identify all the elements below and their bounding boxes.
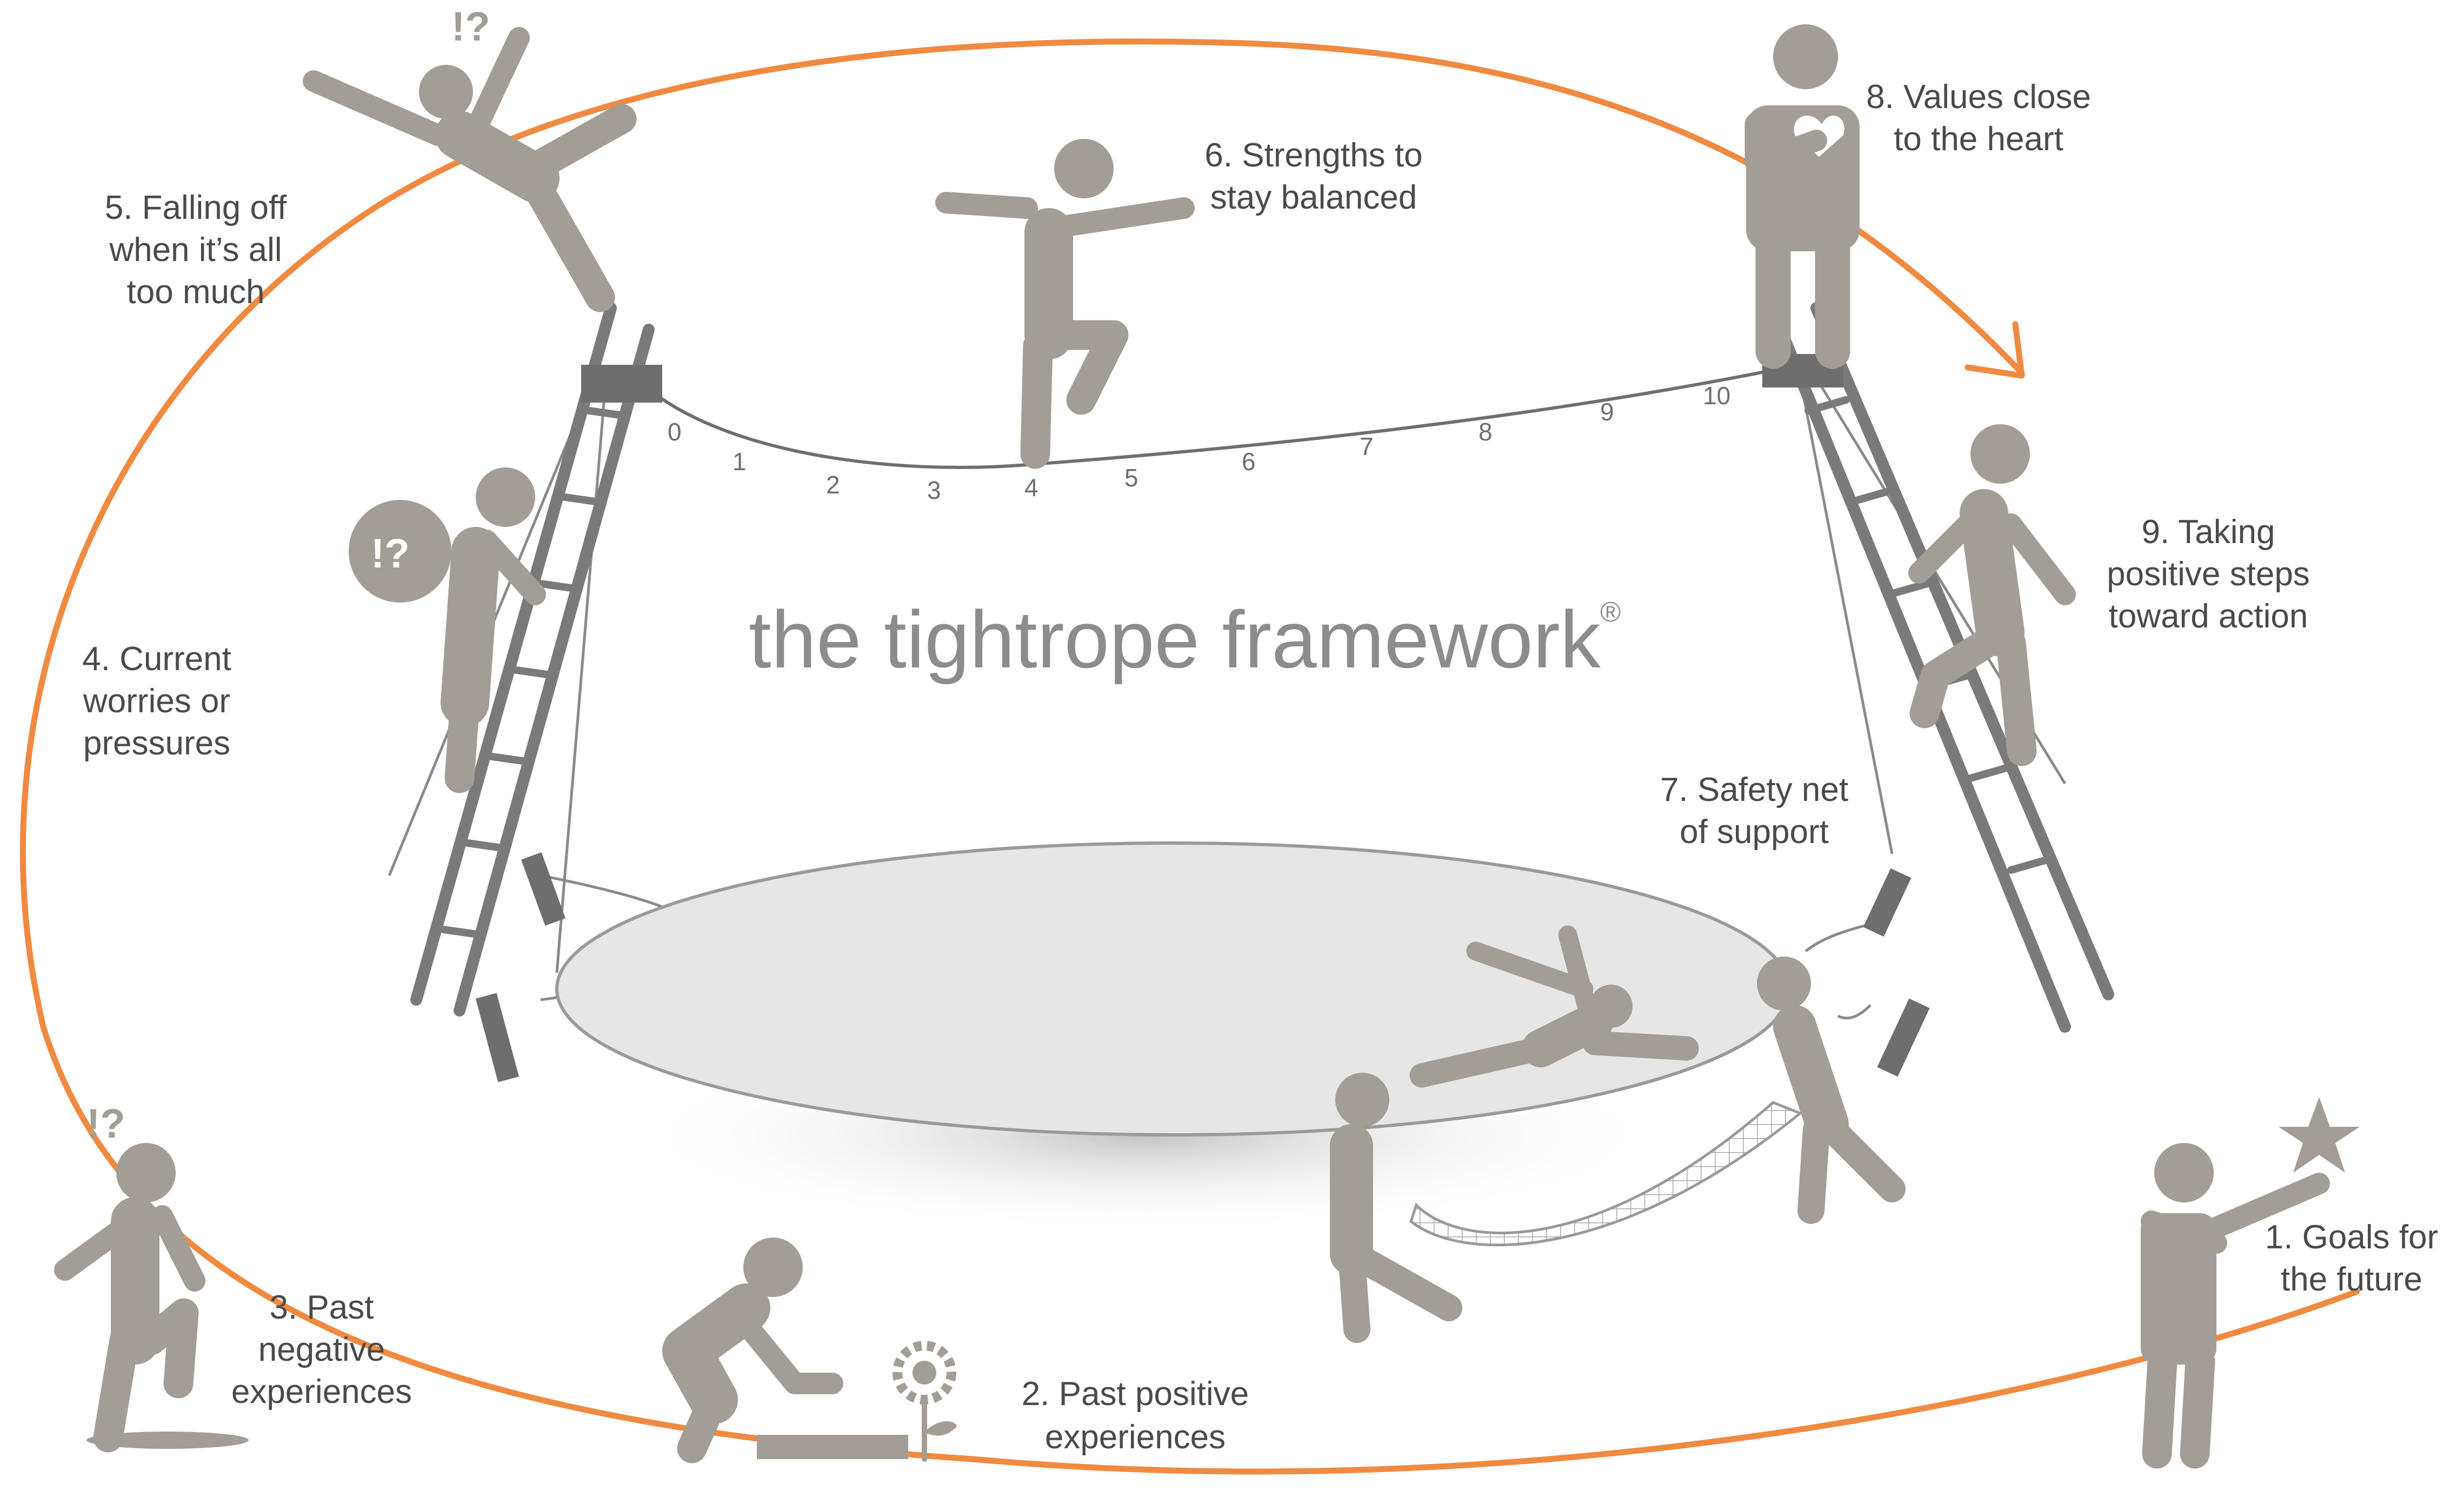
arrow-head-icon: [1964, 321, 2025, 379]
tick-7: 7: [1360, 432, 1374, 460]
cycle-arrow: [19, 38, 2360, 1475]
label-past-negative: 3. Past negative experiences: [231, 1289, 412, 1410]
falling-figure-icon: !?: [303, 4, 637, 312]
left-platform: [581, 365, 662, 403]
goals-figure-icon: [2141, 1097, 2360, 1469]
svg-text:8. Values close: 8. Values close: [1866, 78, 2091, 116]
worried-climber-icon: !?: [349, 467, 546, 793]
past-positive-figure-icon: [662, 1238, 957, 1463]
svg-text:toward action: toward action: [2109, 598, 2308, 635]
tick-9: 9: [1600, 398, 1614, 426]
svg-text:worries or: worries or: [83, 683, 230, 720]
svg-text:2. Past positive: 2. Past positive: [1022, 1375, 1249, 1413]
negative-exclaim-mark: !?: [86, 1101, 125, 1147]
label-steps: 9. Taking positive steps toward action: [2107, 513, 2310, 635]
label-falling: 5. Falling off when it’s all too much: [105, 189, 287, 311]
carried-net: [1409, 1101, 1803, 1247]
svg-text:pressures: pressures: [83, 725, 230, 762]
svg-text:stay balanced: stay balanced: [1210, 179, 1417, 216]
label-values: 8. Values close to the heart: [1866, 78, 2091, 158]
balancing-figure-icon: [935, 139, 1195, 469]
svg-text:positive steps: positive steps: [2107, 556, 2310, 593]
tick-5: 5: [1124, 464, 1138, 492]
tick-6: 6: [1242, 447, 1256, 476]
label-past-positive: 2. Past positive experiences: [1022, 1375, 1249, 1456]
registered-mark: ®: [1600, 597, 1621, 628]
svg-text:1. Goals for: 1. Goals for: [2265, 1219, 2438, 1256]
bricks-icon: [757, 1435, 908, 1459]
star-icon: [2279, 1097, 2360, 1173]
svg-text:4. Current: 4. Current: [82, 640, 231, 678]
values-figure-icon: [1744, 24, 1860, 369]
puddle-icon: [86, 1432, 249, 1449]
tightrope: [648, 369, 1774, 469]
svg-text:the future: the future: [2281, 1261, 2422, 1298]
backpack-mark: !?: [371, 531, 410, 577]
climbing-figure-icon: [1908, 424, 2076, 766]
svg-text:of support: of support: [1680, 813, 1829, 851]
tick-1: 1: [732, 447, 747, 476]
flower-icon: [893, 1341, 957, 1462]
scale-ticks: 0 1 2 3 4 5 6 7 8 9 10: [668, 382, 1730, 504]
svg-text:to the heart: to the heart: [1894, 121, 2063, 158]
svg-text:9. Taking: 9. Taking: [2141, 513, 2275, 551]
past-negative-figure-icon: !?: [54, 1101, 249, 1453]
svg-text:5. Falling off: 5. Falling off: [105, 189, 287, 226]
tick-3: 3: [927, 476, 941, 504]
svg-text:7. Safety net: 7. Safety net: [1660, 771, 1848, 808]
net-fall-figure-icon: [1409, 925, 1699, 1088]
label-worries: 4. Current worries or pressures: [82, 640, 231, 762]
ground-stakes: [475, 852, 1930, 1082]
svg-text:experiences: experiences: [231, 1373, 412, 1410]
left-ladder: [410, 302, 655, 1017]
net-holder-right-icon: [1757, 957, 1906, 1224]
svg-text:too much: too much: [126, 273, 264, 311]
svg-text:negative: negative: [258, 1331, 385, 1368]
tick-10: 10: [1703, 382, 1730, 410]
label-strengths: 6. Strengths to stay balanced: [1204, 137, 1422, 216]
label-safety-net: 7. Safety net of support: [1660, 771, 1848, 851]
label-goals: 1. Goals for the future: [2265, 1219, 2438, 1298]
tick-8: 8: [1479, 418, 1493, 446]
framework-title: the tightrope framework: [749, 594, 1601, 685]
svg-text:when it’s all: when it’s all: [109, 231, 282, 269]
tick-4: 4: [1024, 473, 1038, 502]
net-holder-left-icon: [1330, 1073, 1462, 1343]
tick-0: 0: [668, 418, 682, 446]
tick-2: 2: [826, 471, 840, 499]
svg-text:3. Past: 3. Past: [270, 1289, 374, 1326]
falling-exclaim-mark: !?: [451, 4, 490, 50]
svg-text:6. Strengths to: 6. Strengths to: [1204, 137, 1422, 174]
svg-text:experiences: experiences: [1045, 1419, 1226, 1456]
